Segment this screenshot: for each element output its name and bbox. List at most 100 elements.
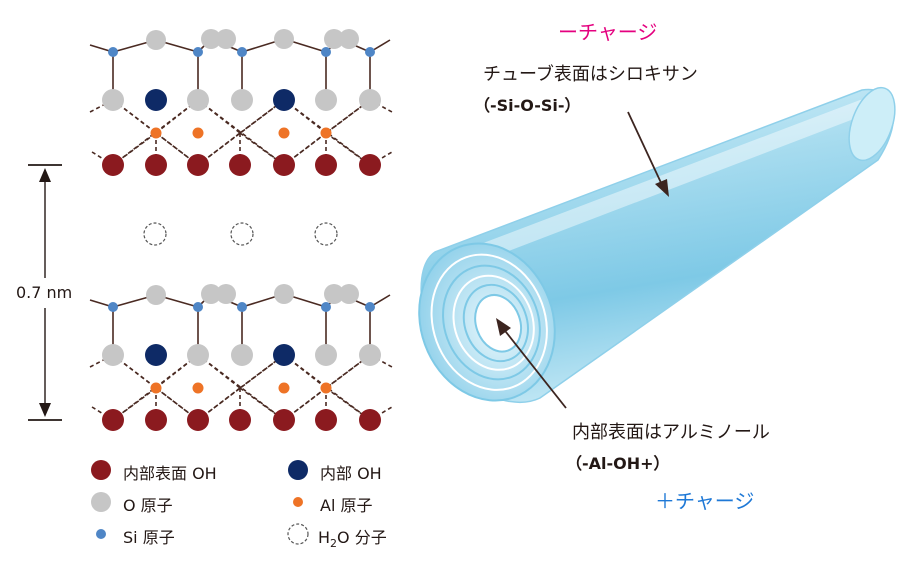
legend-h2o-symbol [287,523,309,545]
al-oh-bond [369,151,393,166]
al-atom [150,127,162,139]
al-atom [192,382,204,394]
al-oh-bond [369,406,393,421]
inner-surface-oh [315,154,337,176]
si-atom [365,302,375,312]
tube-highlight [470,99,874,263]
o-atom [315,344,337,366]
legend-inner-oh-symbol [288,460,308,480]
o-atom [201,29,221,49]
o-atom [274,29,294,49]
inner-surface-oh [102,409,124,431]
inner-surface-oh [102,154,124,176]
legend-inner-oh: 内部 OH [320,464,382,483]
o-atom [231,89,253,111]
legend-al-atom-symbol [293,497,303,507]
o-atom [359,344,381,366]
legend-inner-surface-oh: 内部表面 OH [123,464,217,483]
o-atom [315,89,337,111]
o-atom [324,284,344,304]
legend-si-atom-symbol [96,529,106,539]
scale-arrow-up [39,168,51,182]
al-atom [278,127,290,139]
inner-surface-oh [187,409,209,431]
si-atom [108,47,118,57]
inner-surface-oh [359,154,381,176]
o-atom [339,284,359,304]
inner-surface-oh [273,409,295,431]
inner-oh [273,89,295,111]
si-atom [321,302,331,312]
negative-charge-label: ーチャージ [558,20,658,44]
h2o-prefix: H [318,528,331,547]
o-atom [216,29,236,49]
inner-surface-oh [145,154,167,176]
inner-surface-oh [359,409,381,431]
legend-o-atom: O 原子 [123,496,173,515]
h2o-suffix: O 分子 [337,528,387,547]
inner-oh [145,344,167,366]
o-atom [216,284,236,304]
o-atom [274,284,294,304]
al-oh-bond [112,354,199,421]
o-atom [102,89,124,111]
scale-label: 0.7 nm [16,283,73,302]
legend-si-atom: Si 原子 [123,528,175,547]
al-oh-bond [283,99,371,166]
si-atom [108,302,118,312]
al-oh-bond [112,99,199,166]
si-atom [193,302,203,312]
h2o-molecule [143,222,167,246]
inner-surface-oh [315,409,337,431]
h2o-molecule [314,222,338,246]
positive-charge-label: ＋チャージ [655,489,755,513]
si-atom [237,47,247,57]
legend-al-atom: Al 原子 [320,496,373,515]
outer-surface-formula: （-Si-O-Si-） [474,96,581,115]
al-oh-bond [197,354,285,421]
o-atom [146,30,166,50]
al-oh-bond [283,99,371,166]
inner-surface-label: 内部表面はアルミノール [572,422,770,443]
al-atom [150,382,162,394]
o-atom [359,89,381,111]
al-atom [192,127,204,139]
legend-inner-surface-oh-symbol [91,460,111,480]
si-atom [321,47,331,57]
o-atom [324,29,344,49]
outer-surface-arrow [627,111,669,197]
si-atom [237,302,247,312]
o-atom [339,29,359,49]
al-oh-bond [112,354,199,421]
inner-surface-oh [273,154,295,176]
al-atom [320,382,332,394]
o-atom [231,344,253,366]
al-oh-bond [197,354,285,421]
inner-oh [145,89,167,111]
tube-far-end [848,86,896,162]
o-atom [102,344,124,366]
outer-surface-label: チューブ表面はシロキサン [483,64,698,85]
al-oh-bond [197,99,285,166]
o-atom [201,284,221,304]
al-oh-bond [197,99,285,166]
o-atom [187,89,209,111]
scale-arrow-down [39,403,51,417]
inner-surface-formula: （-Al-OH+） [566,454,670,473]
h2o-molecule [230,222,254,246]
o-atom [187,344,209,366]
al-atom [278,382,290,394]
legend-h2o: H2O 分子 [318,524,387,550]
inner-oh [273,344,295,366]
al-oh-bond [112,99,199,166]
h2o-subscript: 2 [330,537,338,551]
inner-surface-oh [145,409,167,431]
inner-surface-oh [229,409,251,431]
si-atom [193,47,203,57]
al-oh-bond [283,354,371,421]
legend-o-atom-symbol [91,492,111,512]
inner-surface-arrow [496,318,567,409]
